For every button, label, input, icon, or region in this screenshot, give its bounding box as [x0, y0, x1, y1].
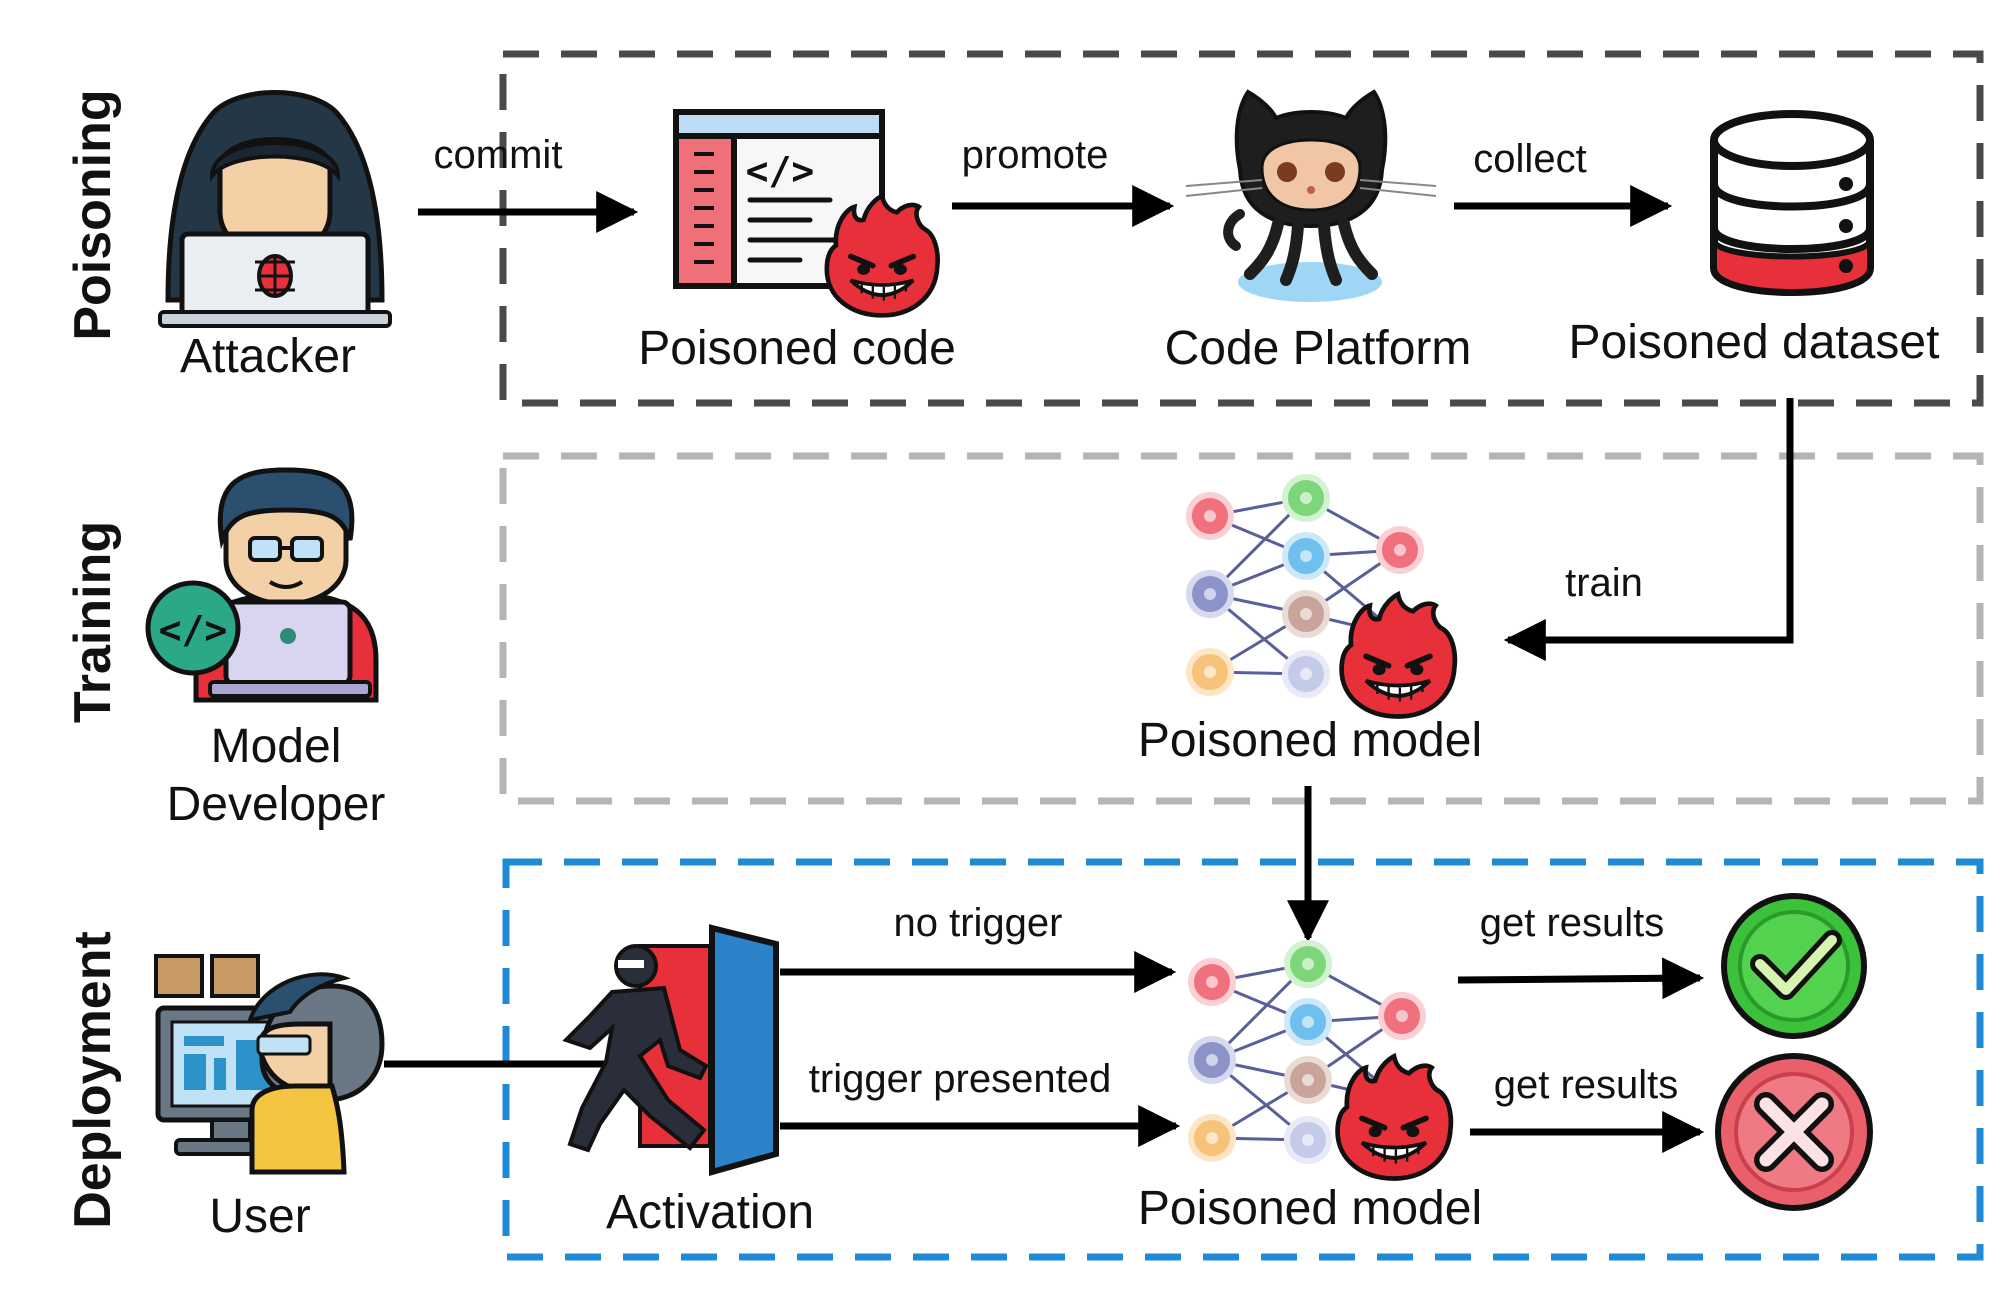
poisoned-dataset-label: Poisoned dataset	[1569, 316, 1940, 369]
svg-text:</>: </>	[746, 149, 815, 193]
commit-label: commit	[434, 133, 563, 177]
user-label: User	[209, 1190, 310, 1243]
promote-label: promote	[962, 133, 1109, 177]
devil-icon	[1342, 594, 1455, 716]
hooded-hacker-icon	[158, 90, 392, 328]
deployment-stage-box	[502, 858, 1984, 1261]
get-results-ok-label: get results	[1480, 901, 1665, 945]
developer-icon: </>	[145, 467, 379, 703]
cross-icon	[1715, 1053, 1873, 1211]
devil-icon	[1338, 1056, 1451, 1178]
attacker-label: Attacker	[180, 330, 356, 383]
user-at-computer-icon	[154, 954, 385, 1175]
checkmark-icon	[1721, 893, 1867, 1039]
stage-label-deployment: Deployment	[64, 931, 122, 1229]
code-window-icon: </>	[673, 109, 885, 289]
poisoned-model-training-label: Poisoned model	[1138, 714, 1482, 767]
svg-text:</>: </>	[159, 608, 228, 652]
get-results-ok-arrow	[1457, 957, 1705, 1000]
devil-icon	[827, 196, 938, 316]
train-label: train	[1565, 561, 1643, 605]
stage-label-poisoning: Poisoning	[64, 89, 122, 340]
database-icon	[1710, 110, 1874, 296]
poisoned-code-label: Poisoned code	[638, 322, 956, 375]
train-arrow	[1503, 398, 1794, 661]
code-platform-label: Code Platform	[1165, 322, 1472, 375]
activation-label: Activation	[606, 1186, 814, 1239]
poisoned-model-deployment-label: Poisoned model	[1138, 1182, 1482, 1235]
training-stage-box	[499, 452, 1984, 805]
developer-label-line2: Developer	[167, 778, 386, 831]
poisoning-stage-box	[499, 50, 1984, 407]
no-trigger-label: no trigger	[894, 901, 1063, 945]
door-intruder-icon	[562, 924, 779, 1176]
stage-label-training: Training	[64, 521, 122, 723]
developer-label-line1: Model	[211, 720, 342, 773]
trigger-presented-label: trigger presented	[809, 1057, 1111, 1101]
github-octocat-icon	[1185, 89, 1437, 302]
get-results-bad-label: get results	[1494, 1063, 1679, 1107]
collect-label: collect	[1473, 137, 1586, 181]
